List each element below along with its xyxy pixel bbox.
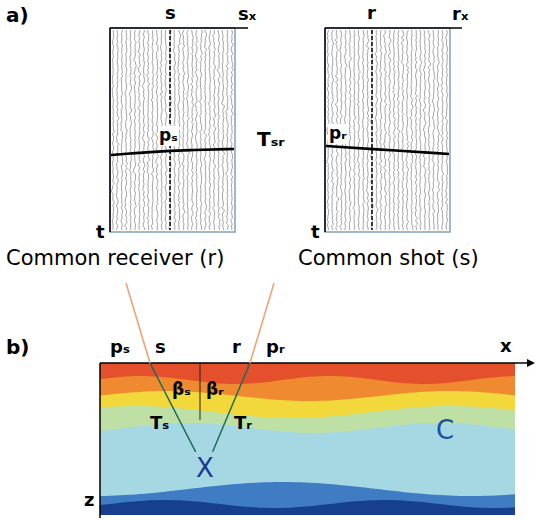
seismic-trace <box>362 30 365 230</box>
seismic-trace <box>437 30 440 230</box>
seismic-trace <box>401 30 404 230</box>
seismic-trace <box>146 30 149 230</box>
seismic-trace <box>186 30 189 230</box>
model-layer <box>100 500 515 515</box>
traveltime-label: Tᵣ <box>234 413 252 434</box>
gather-panel <box>325 28 462 232</box>
ray-path <box>213 363 250 452</box>
seismic-trace <box>217 30 220 230</box>
seismic-trace <box>379 30 382 230</box>
axis-line <box>110 27 248 29</box>
axis-line <box>109 28 111 232</box>
velocity-model <box>100 363 515 515</box>
seismic-trace <box>406 30 409 230</box>
axis-label: t <box>96 222 105 243</box>
seismic-trace <box>415 30 417 230</box>
panel-letter: a) <box>6 4 29 27</box>
point-label: X <box>196 454 214 484</box>
seismic-trace <box>112 30 115 230</box>
seismic-trace <box>428 30 431 230</box>
seismic-trace <box>129 30 132 230</box>
traveltime-label: Tₛᵣ <box>257 128 285 151</box>
model-layer <box>100 391 515 515</box>
seismic-trace <box>133 30 136 230</box>
axis-line <box>324 28 326 232</box>
panel-caption: Common receiver (r) <box>6 246 224 270</box>
reflection-event <box>111 149 234 155</box>
seismic-trace <box>222 30 225 230</box>
ray-path <box>150 363 196 452</box>
model-layer <box>100 482 515 515</box>
axis-label: sₓ <box>238 4 256 25</box>
panel-frame <box>325 28 450 232</box>
seismic-trace <box>388 30 391 230</box>
axis-line <box>100 362 527 364</box>
gather-panel <box>110 28 248 232</box>
model-layer <box>100 406 515 515</box>
axis-line <box>99 363 101 518</box>
panel-letter: b) <box>6 336 29 359</box>
seismic-trace <box>383 30 386 230</box>
seismic-trace <box>357 30 360 230</box>
axis-label: rₓ <box>452 4 468 25</box>
seismic-trace <box>195 30 198 230</box>
normal-line <box>200 363 201 420</box>
seismic-trace <box>432 30 435 230</box>
slope-label: pₛ <box>158 126 179 146</box>
slope-label: pᵣ <box>266 337 285 358</box>
seismic-trace <box>226 30 229 230</box>
receiver-label: r <box>232 337 241 358</box>
seismic-trace <box>366 30 369 230</box>
panel-frame <box>110 28 235 232</box>
axis-line <box>325 27 462 29</box>
traveltime-label: Tₛ <box>150 413 169 434</box>
axis-arrow <box>527 359 535 367</box>
angle-label: βᵣ <box>206 380 224 400</box>
seismic-trace <box>208 30 211 230</box>
seismic-trace <box>410 30 413 230</box>
model-layer <box>100 363 515 515</box>
seismic-trace <box>142 30 145 230</box>
seismic-trace <box>419 30 422 230</box>
seismic-trace <box>375 30 378 230</box>
axis-label: t <box>311 222 320 243</box>
seismic-trace <box>191 30 194 230</box>
angle-label: βₛ <box>172 380 191 400</box>
seismic-trace <box>121 30 123 230</box>
receiver-label: r <box>367 3 376 24</box>
seismic-trace <box>370 30 373 230</box>
model-label: C <box>436 416 454 446</box>
source-label: s <box>155 337 166 358</box>
seismic-trace <box>200 30 203 230</box>
panel-caption: Common shot (s) <box>298 246 479 270</box>
seismic-trace <box>349 30 352 230</box>
seismic-trace <box>138 30 141 230</box>
position-line <box>371 30 373 230</box>
seismic-trace <box>353 30 356 230</box>
seismic-trace <box>204 30 207 230</box>
axis-label: z <box>84 490 94 511</box>
seismic-trace <box>182 30 185 230</box>
seismic-trace <box>445 30 448 230</box>
seismic-trace <box>212 30 215 230</box>
seismic-trace <box>151 30 154 230</box>
seismic-trace <box>441 30 444 230</box>
model-layer <box>100 376 515 515</box>
seismic-trace <box>423 30 426 230</box>
axis-label: x <box>500 336 512 357</box>
slope-label: pₛ <box>110 337 130 358</box>
seismic-trace <box>125 30 128 230</box>
reflection-event <box>326 146 449 154</box>
seismic-trace <box>392 30 395 230</box>
slope-label: pᵣ <box>328 124 348 144</box>
seismic-trace <box>397 30 399 230</box>
seismic-trace <box>116 30 119 230</box>
seismic-trace <box>230 30 233 230</box>
source-label: s <box>165 3 176 24</box>
